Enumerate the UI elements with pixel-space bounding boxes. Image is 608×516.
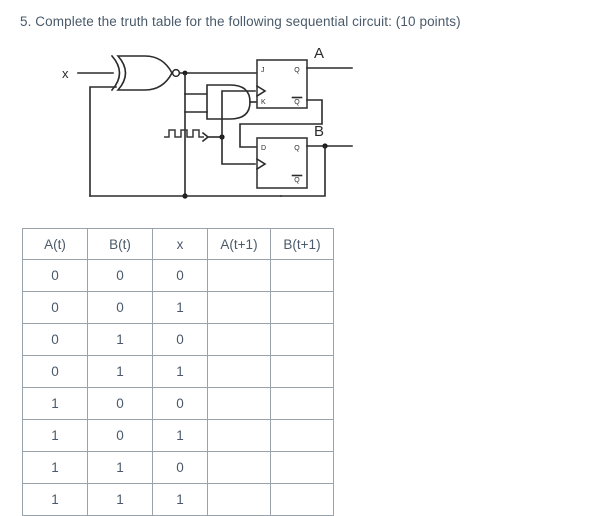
cell-bt1[interactable]: [270, 483, 334, 516]
cell-bt1[interactable]: [270, 291, 334, 324]
and-gate: [206, 84, 251, 120]
cell-at1[interactable]: [207, 291, 271, 324]
cell-bt1[interactable]: [270, 451, 334, 484]
d-flipflop: D Q Q: [255, 137, 308, 189]
truth-table: A(t) B(t) x A(t+1) B(t+1) 0 0 0 0 0 1: [22, 228, 334, 516]
svg-text:Q: Q: [294, 177, 300, 184]
question-heading: 5. Complete the truth table for the foll…: [20, 14, 461, 29]
table-row: 0 0 1: [22, 291, 334, 324]
table-row: 0 1 1: [22, 355, 334, 388]
cell-at: 1: [22, 387, 88, 420]
truth-table-body: 0 0 0 0 0 1 0 1 0 0 1: [22, 259, 334, 516]
cell-x: 1: [152, 291, 208, 324]
clock-bus: [208, 90, 256, 165]
cell-x: 1: [152, 483, 208, 516]
cell-bt: 1: [87, 323, 153, 356]
clock-waveform-icon: [164, 129, 210, 143]
cell-x: 0: [152, 259, 208, 292]
cell-bt: 0: [87, 291, 153, 324]
cell-bt: 1: [87, 483, 153, 516]
jk-flipflop: J Q K Q: [255, 59, 308, 109]
cell-at1[interactable]: [207, 387, 271, 420]
cell-at: 0: [22, 355, 88, 388]
svg-text:Q: Q: [294, 99, 300, 106]
cell-bt: 0: [87, 387, 153, 420]
cell-at: 0: [22, 323, 88, 356]
header-bt: B(t): [87, 228, 153, 260]
table-row: 1 0 1: [22, 419, 334, 452]
svg-text:J: J: [261, 67, 265, 74]
cell-bt: 1: [87, 451, 153, 484]
svg-text:Q: Q: [294, 145, 300, 152]
cell-at1[interactable]: [207, 355, 271, 388]
header-at1: A(t+1): [207, 228, 271, 260]
cell-x: 0: [152, 387, 208, 420]
cell-at: 0: [22, 291, 88, 324]
cell-bt: 0: [87, 419, 153, 452]
xnor-output-net: [178, 70, 258, 199]
output-label-a: A: [314, 46, 324, 62]
output-label-b: B: [314, 123, 324, 140]
table-row: 1 1 0: [22, 451, 334, 484]
svg-text:D: D: [261, 145, 266, 152]
sequential-circuit-diagram: J Q K Q A D Q Q: [0, 46, 360, 216]
cell-at1[interactable]: [207, 323, 271, 356]
table-row: 1 1 1: [22, 483, 334, 516]
cell-bt1[interactable]: [270, 323, 334, 356]
cell-at: 1: [22, 483, 88, 516]
cell-x: 1: [152, 355, 208, 388]
cell-x: 0: [152, 323, 208, 356]
cell-x: 1: [152, 419, 208, 452]
feedback-wire-left: [89, 86, 117, 197]
header-x: x: [152, 228, 208, 260]
cell-at1[interactable]: [207, 259, 271, 292]
cell-bt1[interactable]: [270, 419, 334, 452]
cell-bt: 0: [87, 259, 153, 292]
svg-text:Q: Q: [294, 67, 300, 74]
cell-at: 1: [22, 419, 88, 452]
b-feedback-wire: [280, 143, 328, 197]
jk-qbar-to-d-wire: [239, 99, 323, 148]
cell-at1[interactable]: [207, 419, 271, 452]
header-at: A(t): [22, 228, 88, 260]
table-row: 0 0 0: [22, 259, 334, 292]
table-row: 1 0 0: [22, 387, 334, 420]
input-label-x: x: [62, 66, 69, 81]
cell-bt1[interactable]: [270, 387, 334, 420]
cell-bt: 1: [87, 355, 153, 388]
cell-at: 0: [22, 259, 88, 292]
cell-at1[interactable]: [207, 483, 271, 516]
cell-bt1[interactable]: [270, 355, 334, 388]
cell-x: 0: [152, 451, 208, 484]
table-header-row: A(t) B(t) x A(t+1) B(t+1): [22, 228, 334, 260]
cell-bt1[interactable]: [270, 259, 334, 292]
truth-table-container: A(t) B(t) x A(t+1) B(t+1) 0 0 0 0 0 1: [22, 228, 334, 516]
svg-text:K: K: [261, 99, 266, 106]
xnor-gate: [110, 54, 181, 92]
table-row: 0 1 0: [22, 323, 334, 356]
cell-at1[interactable]: [207, 451, 271, 484]
header-bt1: B(t+1): [270, 228, 334, 260]
cell-at: 1: [22, 451, 88, 484]
